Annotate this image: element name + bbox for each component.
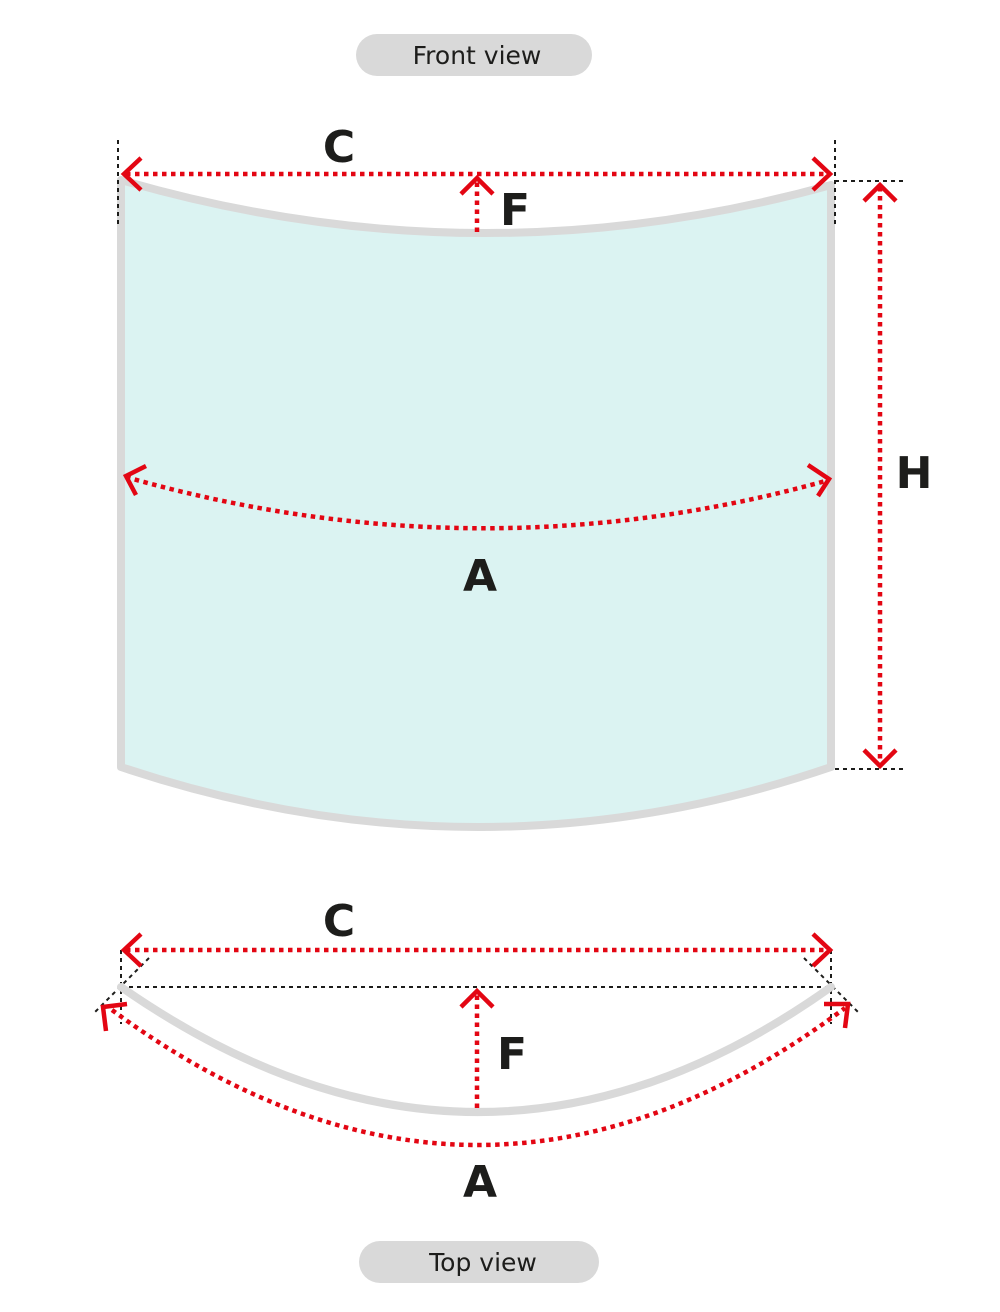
top-rise-dimension: [459, 987, 495, 1108]
top-chord-dimension: [120, 932, 834, 968]
height-dimension: [862, 181, 898, 770]
front-rise-label: F: [500, 185, 530, 236]
front-view-badge: Front view: [356, 34, 592, 76]
top-view-label: Top view: [428, 1248, 537, 1277]
top-glass-profile: [117, 983, 835, 1116]
front-chord-label: C: [323, 122, 355, 173]
front-glass-panel: [117, 176, 835, 831]
front-rise-dimension: [459, 174, 495, 232]
top-guide-lines: [93, 950, 860, 1024]
front-chord-dimension: [120, 156, 834, 192]
front-arc-label: A: [463, 551, 497, 602]
top-chord-label: C: [323, 896, 355, 947]
front-guide-lines: [117, 140, 907, 770]
top-rise-label: F: [497, 1029, 527, 1080]
height-label: H: [896, 448, 933, 499]
top-view-badge: Top view: [359, 1241, 599, 1283]
front-arc-dimension: [122, 463, 833, 531]
top-arc-dimension: [100, 1001, 851, 1148]
top-arc-label: A: [463, 1157, 497, 1208]
front-view-label: Front view: [413, 41, 542, 70]
